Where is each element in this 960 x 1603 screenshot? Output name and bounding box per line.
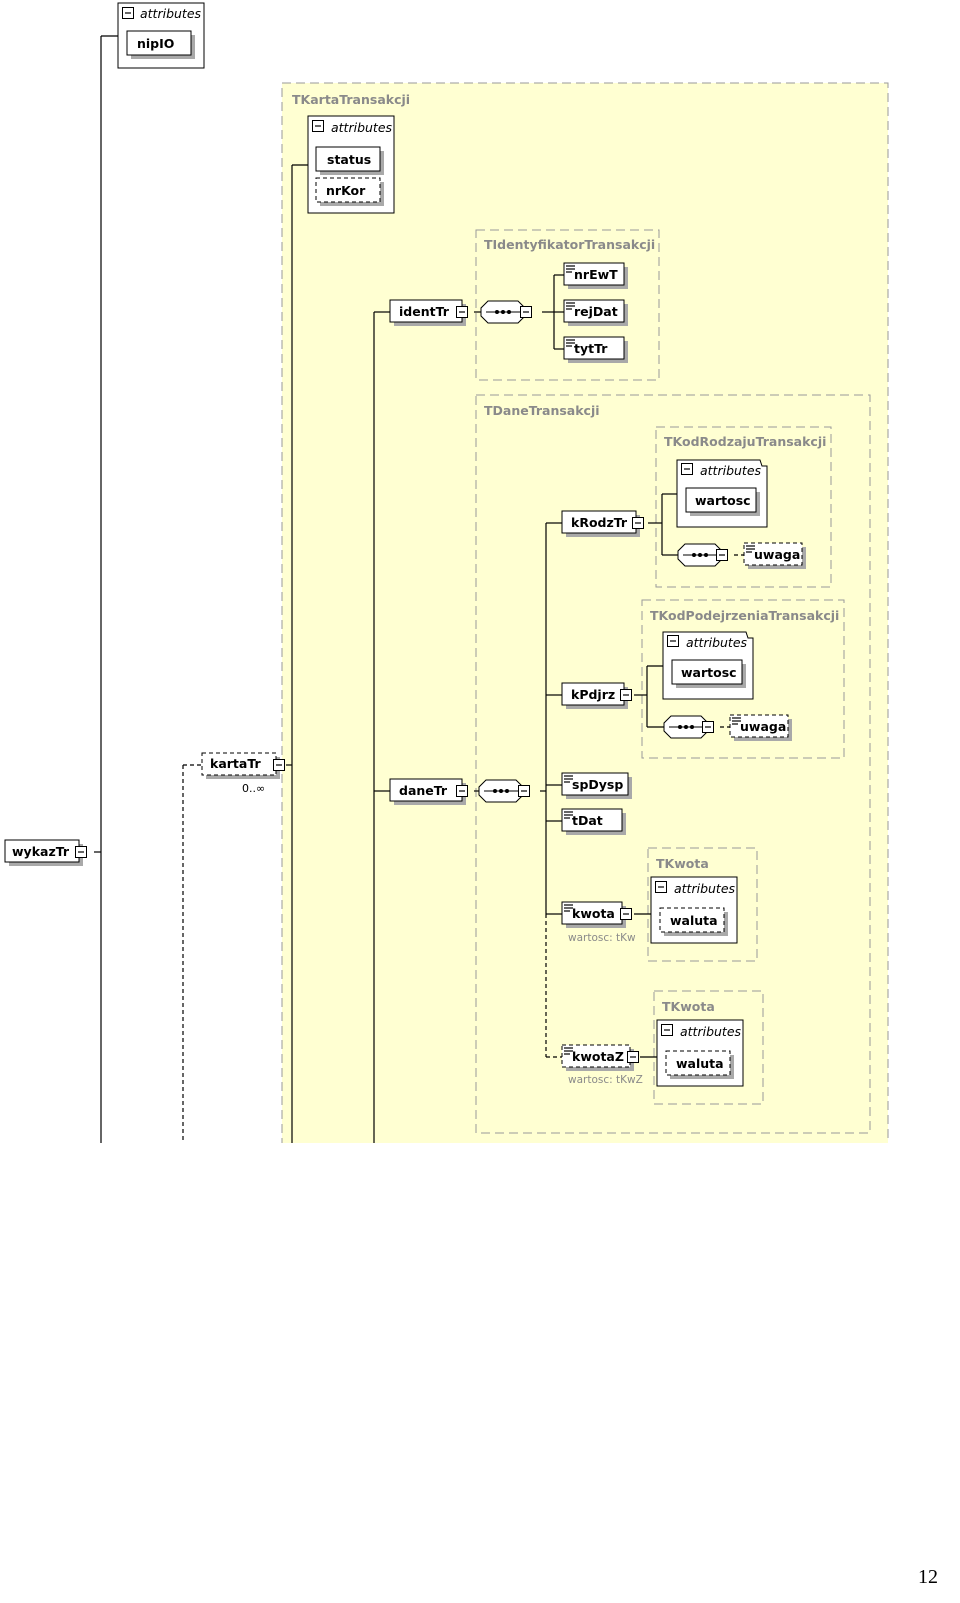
attributes-group-root: attributes nipIO [117,2,205,69]
element-identTr[interactable]: identTr [389,299,468,326]
attribute-nipio[interactable]: nipIO [137,36,174,51]
cardinality-label: 0..∞ [242,782,265,795]
type-name-tkwota-1: TKwota [656,856,709,871]
element-label-krodztr: kRodzTr [571,515,628,530]
collapse-icon[interactable] [661,1024,673,1036]
collapse-icon[interactable] [620,908,632,920]
collapse-icon[interactable] [620,689,632,701]
type-box-tkodpodejrzeniatransakcji [641,599,845,759]
element-label-uwaga: uwaga [740,719,786,734]
attributes-group-tkartatransakcji: attributes status nrKor [307,115,395,214]
element-label-tdat: tDat [572,813,603,828]
collapse-icon[interactable] [681,463,693,475]
type-name-tkodpodejrzeniatransakcji: TKodPodejrzeniaTransakcji [650,608,839,623]
element-kPdjrz[interactable]: kPdjrz [561,682,632,709]
element-rejDat[interactable]: rejDat [563,299,628,326]
element-uwaga[interactable]: uwaga [743,542,806,569]
attributes-group-krodztr: attributes wartosc [676,459,768,528]
element-kRodzTr[interactable]: kRodzTr [561,510,644,537]
element-kwota[interactable]: kwota [561,901,632,928]
collapse-icon[interactable] [122,7,134,19]
attributes-group-kwota: attributes waluta [650,876,738,944]
collapse-icon[interactable] [716,549,728,561]
element-label-nrewt: nrEwT [574,267,618,282]
collapse-icon[interactable] [667,635,679,647]
collapse-icon[interactable] [518,785,530,797]
element-label-kwotaz: kwotaZ [572,1049,624,1064]
element-label-identtr: identTr [399,304,450,319]
page-blank-area [0,1143,960,1603]
type-name-tkartatransakcji: TKartaTransakcji [292,92,410,107]
element-kartaTr[interactable]: kartaTr 0..∞ [201,752,285,795]
attribute-wartosc[interactable]: wartosc [681,665,737,680]
collapse-icon[interactable] [627,1051,639,1063]
element-caption-kwotaz: wartosc: tKwZ [568,1074,643,1086]
element-spDysp[interactable]: spDysp [561,772,632,799]
element-label-kpdjrz: kPdjrz [571,687,615,702]
connector-lines [94,35,678,1143]
attributes-title: attributes [140,6,202,21]
page-number: 12 [918,1566,938,1588]
element-daneTr[interactable]: daneTr [389,778,468,805]
type-name-tkodrodzajutransakcji: TKodRodzajuTransakcji [664,434,826,449]
attributes-title: attributes [680,1024,742,1039]
sequence-icon [480,300,526,324]
element-label-kwota: kwota [572,906,615,921]
type-name-tkwota-2: TKwota [662,999,715,1014]
type-name-tidentyfikatortransakcji: TIdentyfikatorTransakcji [484,237,655,252]
attribute-waluta[interactable]: waluta [670,913,718,928]
sequence-icon [663,715,709,739]
element-uwaga[interactable]: uwaga [729,714,792,741]
optional-connector-lines [182,554,744,1143]
element-nrEwT[interactable]: nrEwT [563,262,628,289]
type-box-tkodrodzajutransakcji [655,426,832,588]
collapse-icon[interactable] [75,846,87,858]
attributes-title: attributes [331,120,393,135]
collapse-icon[interactable] [456,306,468,318]
collapse-icon[interactable] [702,721,714,733]
attributes-title: attributes [700,463,762,478]
attributes-group-kpdjrz: attributes wartosc [662,631,754,700]
sequence-icon [478,779,524,803]
attribute-waluta[interactable]: waluta [676,1056,724,1071]
collapse-icon[interactable] [655,881,667,893]
element-label-kartatr: kartaTr [210,756,261,771]
collapse-icon[interactable] [312,120,324,132]
collapse-icon[interactable] [520,306,532,318]
collapse-icon[interactable] [456,785,468,797]
attributes-title: attributes [686,635,748,650]
element-label-uwaga: uwaga [754,547,800,562]
collapse-icon[interactable] [273,759,285,771]
element-label-spdysp: spDysp [572,777,623,792]
attribute-wartosc[interactable]: wartosc [695,493,751,508]
sequence-icon [677,543,723,567]
attributes-group-kwotaz: attributes waluta [656,1019,744,1087]
attribute-nrkor[interactable]: nrKor [326,183,366,198]
collapse-icon[interactable] [632,517,644,529]
element-label-wykaztr: wykazTr [12,844,70,859]
element-label-rejdat: rejDat [574,304,618,319]
element-wykazTr[interactable]: wykazTr [4,839,87,866]
element-tytTr[interactable]: tytTr [563,336,628,363]
element-caption-kwota: wartosc: tKw [568,932,636,944]
element-label-tyttr: tytTr [574,341,608,356]
type-box-tidentyfikatortransakcji [475,229,660,381]
attributes-title: attributes [674,881,736,896]
element-tDat[interactable]: tDat [561,808,626,835]
type-box-tdanetransakcji [475,394,871,1134]
element-label-danetr: daneTr [399,783,448,798]
type-box-tkartatransakcji [281,82,889,1151]
element-kwotaZ[interactable]: kwotaZ [561,1044,639,1071]
type-name-tdanetransakcji: TDaneTransakcji [484,403,600,418]
attribute-status[interactable]: status [327,152,371,167]
